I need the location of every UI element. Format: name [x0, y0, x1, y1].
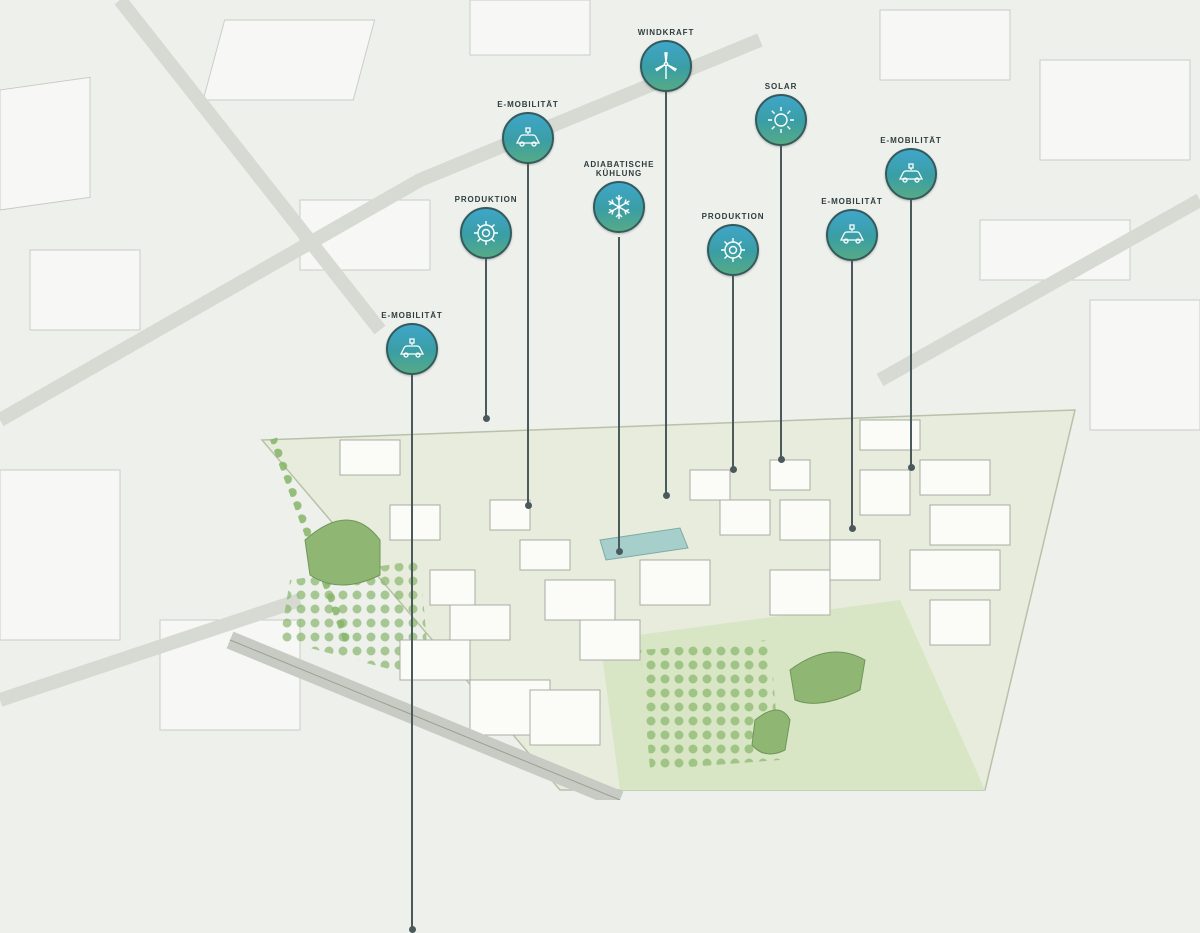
pin-stem	[665, 92, 667, 494]
gear-icon	[474, 221, 498, 245]
pin-dot	[729, 466, 737, 473]
pin-dot	[615, 548, 623, 555]
pin-stem	[910, 200, 912, 466]
pin-dot	[408, 926, 416, 933]
site-buildings	[339, 419, 1011, 746]
pin-windkraft[interactable]: WINDKRAFT	[634, 28, 698, 499]
pin-circle[interactable]	[707, 224, 759, 276]
gear-icon	[721, 238, 745, 262]
green-roof-hill	[789, 651, 866, 704]
pin-produktion-west[interactable]: PRODUKTION	[454, 195, 518, 422]
pin-stem	[411, 375, 413, 928]
pin-dot	[907, 464, 915, 471]
pin-stem	[851, 261, 853, 527]
pin-label: E-MOBILITÄT	[880, 136, 942, 145]
background-roads	[0, 0, 1200, 707]
pin-dot	[482, 415, 490, 422]
pin-stem	[732, 276, 734, 468]
pin-circle[interactable]	[826, 209, 878, 261]
green-roof-hill	[751, 709, 791, 755]
pin-solar[interactable]: SOLAR	[749, 82, 813, 463]
sun-icon	[768, 107, 794, 133]
pin-circle[interactable]	[460, 207, 512, 259]
pin-circle[interactable]	[755, 94, 807, 146]
electric-car-icon	[898, 163, 924, 183]
pin-dot	[524, 502, 532, 509]
pin-circle[interactable]	[386, 323, 438, 375]
background-buildings	[0, 0, 1200, 731]
pin-dot	[777, 456, 785, 463]
pin-stem	[485, 259, 487, 417]
pin-label: SOLAR	[764, 82, 798, 91]
electric-car-icon	[515, 127, 541, 147]
pin-label: E-MOBILITÄT	[497, 100, 559, 109]
pin-adiabatische-kuehlung[interactable]: ADIABATISCHE KÜHLUNG	[584, 160, 653, 555]
pin-e-mobilitaet-west[interactable]: E-MOBILITÄT	[380, 311, 444, 933]
pin-circle[interactable]	[640, 40, 692, 92]
pin-label-line1: ADIABATISCHE	[583, 160, 655, 169]
electric-car-icon	[399, 338, 425, 358]
site-plan-map	[0, 0, 1200, 800]
pin-label: WINDKRAFT	[637, 28, 695, 37]
pin-label: PRODUKTION	[701, 212, 765, 221]
wind-turbine-icon	[654, 52, 678, 79]
pin-produktion-east[interactable]: PRODUKTION	[701, 212, 765, 473]
pin-label-line2: KÜHLUNG	[595, 169, 643, 178]
pin-stem	[618, 237, 620, 550]
pin-label: E-MOBILITÄT	[821, 197, 883, 206]
pin-dot	[848, 525, 856, 532]
pin-stem	[527, 164, 529, 504]
pin-label: PRODUKTION	[454, 195, 518, 204]
pin-circle[interactable]	[885, 148, 937, 200]
tree-zone-southwest	[280, 560, 430, 680]
snowflake-icon	[608, 195, 630, 219]
pin-label: E-MOBILITÄT	[381, 311, 443, 320]
electric-car-icon	[839, 224, 865, 244]
green-roof-hill	[304, 519, 381, 586]
pin-stem	[780, 146, 782, 458]
pin-circle[interactable]	[593, 181, 645, 233]
tree-zone-south	[640, 640, 780, 770]
pin-e-mobilitaet-centre[interactable]: E-MOBILITÄT	[496, 100, 560, 509]
pin-dot	[662, 492, 670, 499]
pin-circle[interactable]	[502, 112, 554, 164]
pin-e-mobilitaet-east[interactable]: E-MOBILITÄT	[820, 197, 884, 532]
highway-lane	[229, 639, 621, 800]
pin-e-mobilitaet-northeast[interactable]: E-MOBILITÄT	[879, 136, 943, 471]
